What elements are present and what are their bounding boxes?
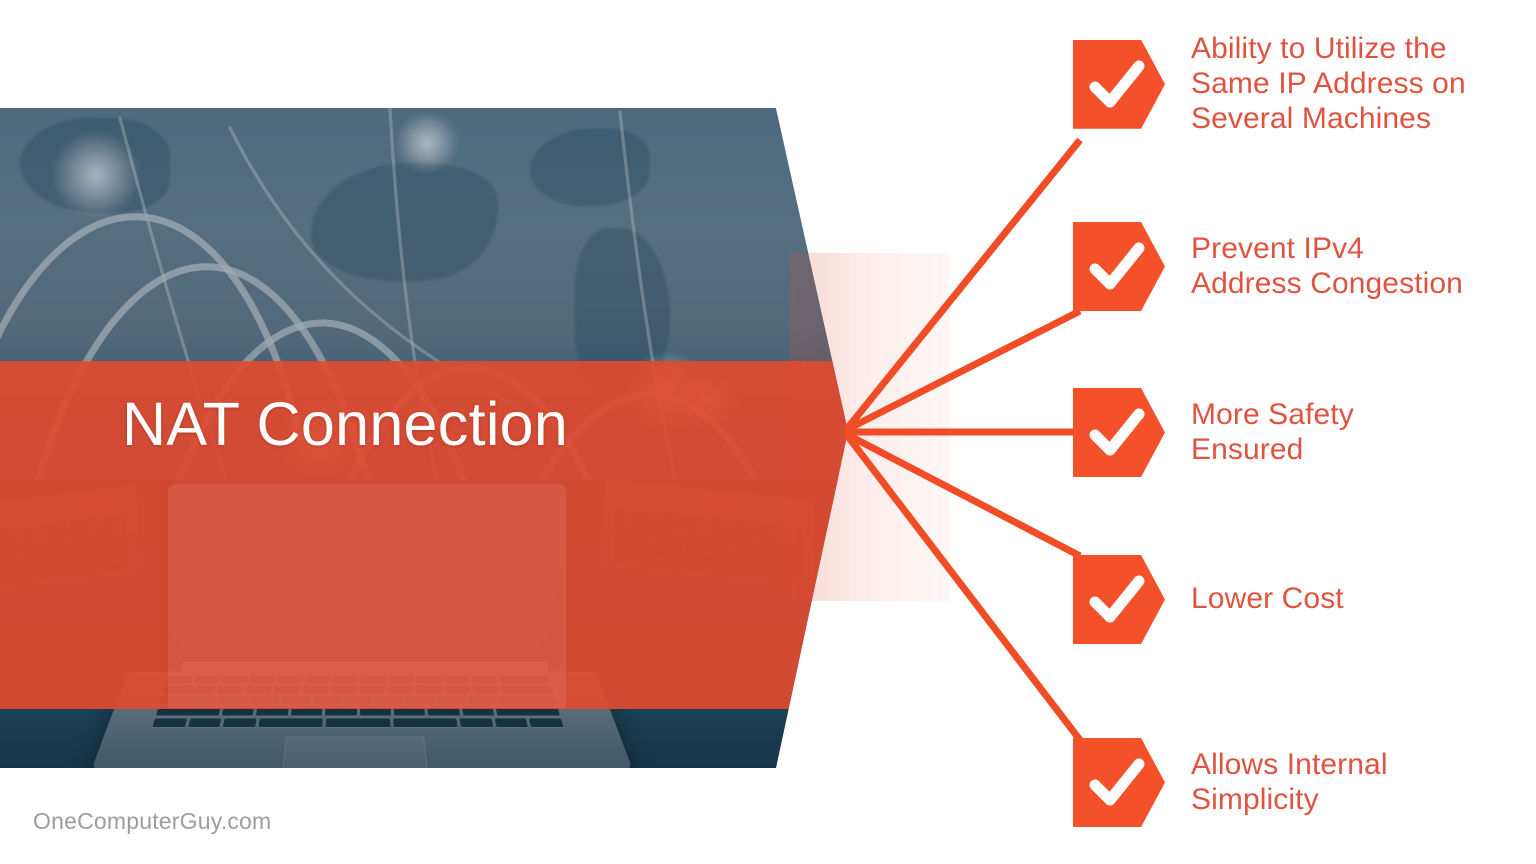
check-icon [1089, 758, 1145, 806]
benefit-item-5[interactable]: Allows Internal Simplicity [1073, 738, 1388, 827]
light-flare [48, 132, 144, 218]
benefit-item-4[interactable]: Lower Cost [1073, 555, 1344, 644]
check-icon [1089, 60, 1145, 108]
benefit-label-1: Ability to Utilize the Same IP Address o… [1191, 32, 1466, 135]
benefit-label-2: Prevent IPv4 Address Congestion [1191, 231, 1463, 300]
benefit-item-1[interactable]: Ability to Utilize the Same IP Address o… [1073, 32, 1466, 136]
orange-brand-band [0, 361, 848, 709]
check-badge-1 [1073, 39, 1165, 129]
benefit-item-3[interactable]: More Safety Ensured [1073, 388, 1354, 477]
benefit-item-2[interactable]: Prevent IPv4 Address Congestion [1073, 222, 1463, 311]
light-flare [392, 114, 462, 172]
benefit-label-4: Lower Cost [1191, 582, 1344, 616]
check-badge-4 [1073, 555, 1165, 644]
check-icon [1089, 242, 1145, 290]
hero-image-panel [0, 108, 848, 768]
map-landmass [530, 128, 650, 206]
check-badge-5 [1073, 738, 1165, 827]
site-watermark: OneComputerGuy.com [33, 808, 272, 834]
orange-band-fade [790, 253, 950, 601]
laptop-trackpad [281, 736, 429, 768]
benefit-label-5: Allows Internal Simplicity [1191, 747, 1388, 816]
check-badge-2 [1073, 222, 1165, 311]
page-title: NAT Connection [122, 390, 569, 458]
title-highlight-card [168, 484, 566, 708]
check-badge-3 [1073, 388, 1165, 477]
benefit-label-3: More Safety Ensured [1191, 397, 1354, 466]
check-icon [1089, 408, 1145, 456]
check-icon [1089, 575, 1145, 623]
keyboard-row [152, 718, 564, 728]
